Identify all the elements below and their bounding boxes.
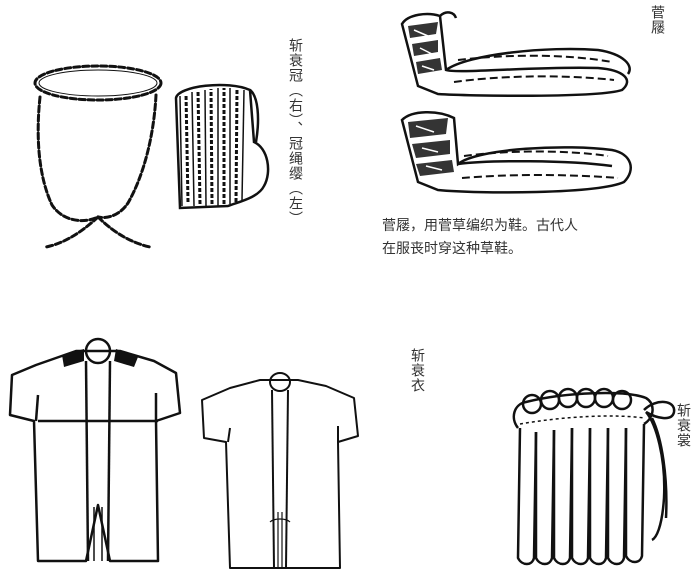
mourning-skirt-illustration	[512, 387, 676, 566]
mourning-crown-illustration	[174, 83, 270, 210]
mourning-robe-front-illustration	[8, 337, 182, 563]
crown-cord-illustration	[33, 64, 163, 249]
mourning-robe-back-illustration	[201, 372, 359, 569]
straw-sandal-top-illustration	[400, 11, 631, 98]
robe-label: 斩衰衣	[409, 348, 425, 393]
caption-line-1: 菅屦，用菅草编织为鞋。古代人	[382, 218, 578, 234]
sandal-label: 菅屦	[649, 5, 665, 35]
caption-line-2: 在服丧时穿这种草鞋。	[382, 241, 522, 257]
straw-sandal-bottom-illustration	[400, 111, 632, 194]
sandal-caption: 菅屦，用菅草编织为鞋。古代人 在服丧时穿这种草鞋。	[382, 215, 682, 261]
crown-label: 斩衰冠（右）、冠绳缨（左）	[287, 38, 303, 226]
skirt-label: 斩衰裳	[675, 403, 691, 448]
